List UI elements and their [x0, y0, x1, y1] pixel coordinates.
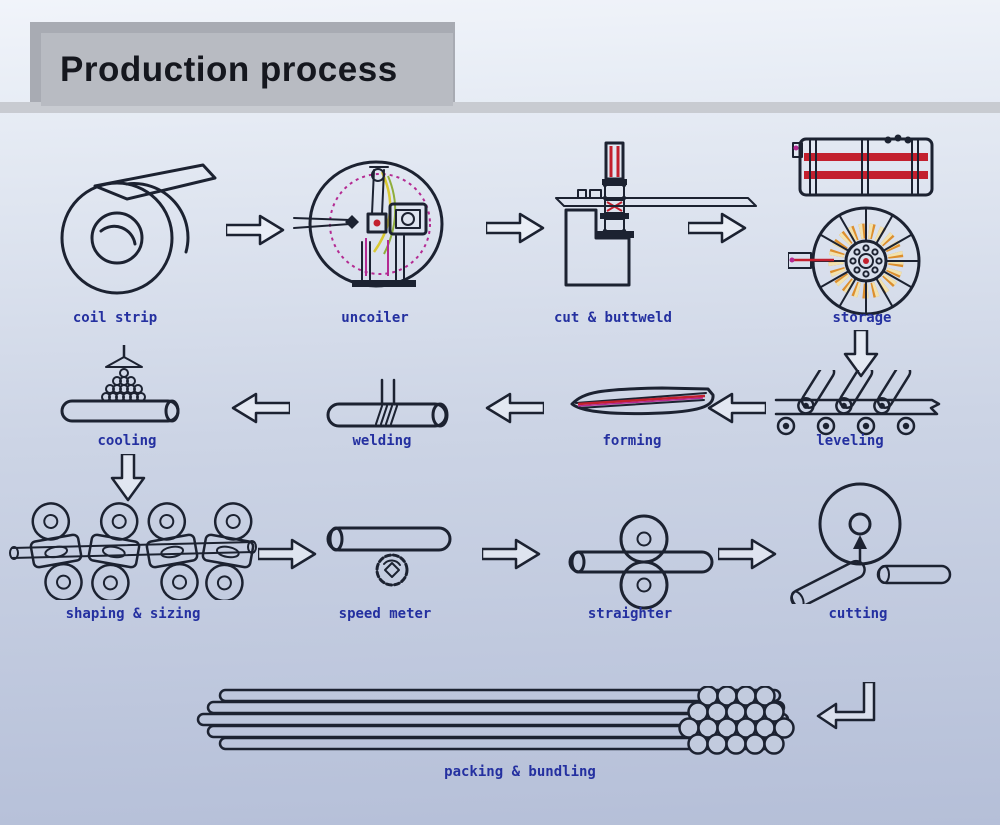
label-shaping-sizing: shaping & sizing	[65, 606, 201, 622]
flow-arrow-down-icon	[843, 328, 879, 383]
flow-arrow-down-icon	[110, 452, 146, 507]
welding-illustration	[326, 378, 449, 428]
flow-arrow-left-icon	[230, 392, 292, 429]
station-cut-buttweld	[552, 140, 767, 305]
station-cooling	[58, 343, 198, 432]
label-packing-bundling: packing & bundling	[444, 764, 596, 780]
flow-arrow-right-icon	[224, 214, 286, 251]
station-uncoiler	[292, 158, 464, 308]
storage-illustration	[787, 134, 934, 316]
label-cooling: cooling	[97, 433, 157, 449]
flow-arrow-left-icon	[706, 392, 768, 429]
packing-bundling-illustration	[196, 685, 795, 755]
label-storage: storage	[832, 310, 892, 326]
title-underline-strip	[0, 102, 1000, 113]
label-leveling: leveling	[816, 433, 884, 449]
flow-arrow-right-icon	[256, 538, 318, 575]
label-uncoiler: uncoiler	[341, 310, 409, 326]
cut-buttweld-illustration	[555, 141, 757, 287]
page-title: Production process	[60, 50, 398, 89]
flow-arrow-bent-left-icon	[812, 680, 884, 739]
label-cut-buttweld: cut & buttweld	[553, 310, 672, 326]
shaping-sizing-illustration	[9, 502, 257, 603]
uncoiler-illustration	[293, 160, 444, 288]
station-forming	[566, 382, 716, 429]
label-forming: forming	[602, 433, 662, 449]
label-coil-strip: coil strip	[72, 310, 158, 326]
label-cutting: cutting	[828, 606, 888, 622]
station-cutting	[790, 482, 958, 609]
flow-arrow-left-icon	[484, 392, 546, 429]
cutting-illustration	[790, 482, 952, 609]
leveling-illustration	[774, 363, 941, 436]
label-straighter: straighter	[587, 606, 673, 622]
title-bar	[41, 33, 453, 106]
station-speed-meter	[320, 512, 470, 609]
speed-meter-illustration	[326, 526, 452, 587]
station-packing-bundling	[192, 685, 810, 767]
flow-arrow-right-icon	[484, 212, 546, 249]
coil-strip-illustration	[60, 163, 217, 295]
station-straighter	[566, 514, 726, 617]
label-welding: welding	[352, 433, 412, 449]
flow-arrow-right-icon	[480, 538, 542, 575]
station-coil-strip	[55, 152, 225, 307]
cooling-illustration	[60, 343, 180, 423]
straighter-illustration	[568, 514, 714, 610]
station-welding	[322, 378, 462, 435]
station-shaping-sizing	[8, 500, 258, 605]
flow-arrow-right-icon	[716, 538, 778, 575]
flow-arrow-right-icon	[686, 212, 748, 249]
forming-illustration	[570, 386, 715, 416]
station-storage	[787, 133, 950, 336]
label-speed-meter: speed meter	[338, 606, 432, 622]
